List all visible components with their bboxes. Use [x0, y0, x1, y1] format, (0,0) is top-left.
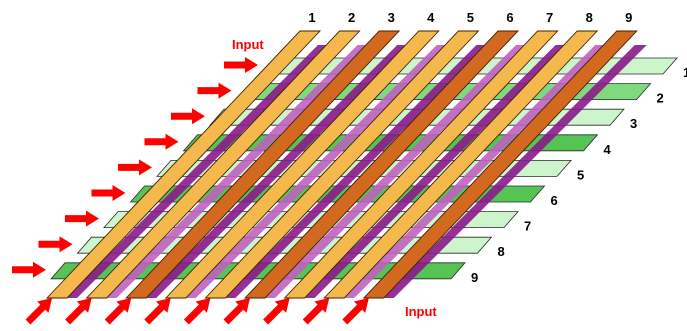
- bottom-arrow-9: [342, 297, 369, 325]
- bottom-arrow-2: [65, 297, 92, 325]
- row-label-8: 8: [498, 244, 505, 259]
- column-label-4: 4: [427, 10, 435, 25]
- input-arrows: [12, 57, 369, 325]
- left-arrow-9: [12, 261, 46, 278]
- column-strip-4: [164, 30, 440, 299]
- bottom-arrow-5: [183, 297, 211, 325]
- column-shadow-1: [65, 45, 330, 298]
- left-arrow-6: [91, 185, 126, 201]
- column-label-2: 2: [348, 10, 355, 25]
- column-label-8: 8: [586, 10, 593, 25]
- column-strip-9: [362, 30, 638, 299]
- row-label-3: 3: [630, 116, 637, 131]
- column-label-3: 3: [388, 10, 395, 25]
- bottom-arrow-7: [263, 297, 290, 325]
- input-label-bottom: Input: [405, 304, 437, 319]
- column-shadow-2: [104, 45, 370, 298]
- bottom-arrow-8: [302, 297, 330, 325]
- column-strip-1: [45, 30, 322, 299]
- left-arrow-5: [118, 159, 152, 176]
- column-shadow-3: [144, 45, 410, 298]
- labels: Input Input 1 2 3 4 5 6 7 8 9 1 2 3 4 5 6 7 8 9: [232, 10, 687, 319]
- column-strip-8: [323, 30, 599, 299]
- input-label-top: Input: [232, 37, 264, 52]
- bottom-arrow-6: [223, 297, 251, 325]
- column-label-1: 1: [308, 10, 315, 25]
- column-shadow-5: [223, 45, 489, 298]
- column-strip-7: [283, 30, 559, 299]
- bottom-arrow-1: [25, 297, 53, 325]
- left-arrow-1: [224, 57, 258, 73]
- row-label-1: 1: [683, 65, 687, 80]
- column-shadow-8: [342, 45, 608, 298]
- row-label-5: 5: [577, 167, 584, 182]
- column-label-5: 5: [467, 10, 474, 25]
- row-label-9: 9: [471, 270, 478, 285]
- bottom-arrow-4: [144, 297, 171, 325]
- left-arrow-2: [197, 82, 232, 99]
- column-shadows: [65, 45, 647, 298]
- column-label-6: 6: [506, 10, 513, 25]
- column-strip-2: [85, 30, 361, 299]
- column-strip-3: [125, 30, 401, 299]
- column-strip-6: [243, 30, 520, 299]
- left-arrow-8: [38, 236, 73, 253]
- column-label-9: 9: [625, 10, 632, 25]
- left-arrow-3: [171, 108, 205, 125]
- column-label-7: 7: [546, 10, 553, 25]
- column-shadow-7: [302, 45, 568, 298]
- column-shadow-6: [263, 45, 528, 298]
- row-label-6: 6: [551, 193, 558, 208]
- column-strip-5: [204, 30, 480, 299]
- bottom-arrow-3: [104, 297, 132, 325]
- row-label-7: 7: [524, 219, 531, 234]
- left-arrow-4: [144, 133, 179, 150]
- column-shadow-9: [381, 45, 647, 298]
- column-strips: [45, 30, 638, 299]
- left-arrow-7: [65, 210, 99, 227]
- column-shadow-4: [183, 45, 449, 298]
- row-label-2: 2: [657, 91, 664, 106]
- row-label-4: 4: [604, 142, 612, 157]
